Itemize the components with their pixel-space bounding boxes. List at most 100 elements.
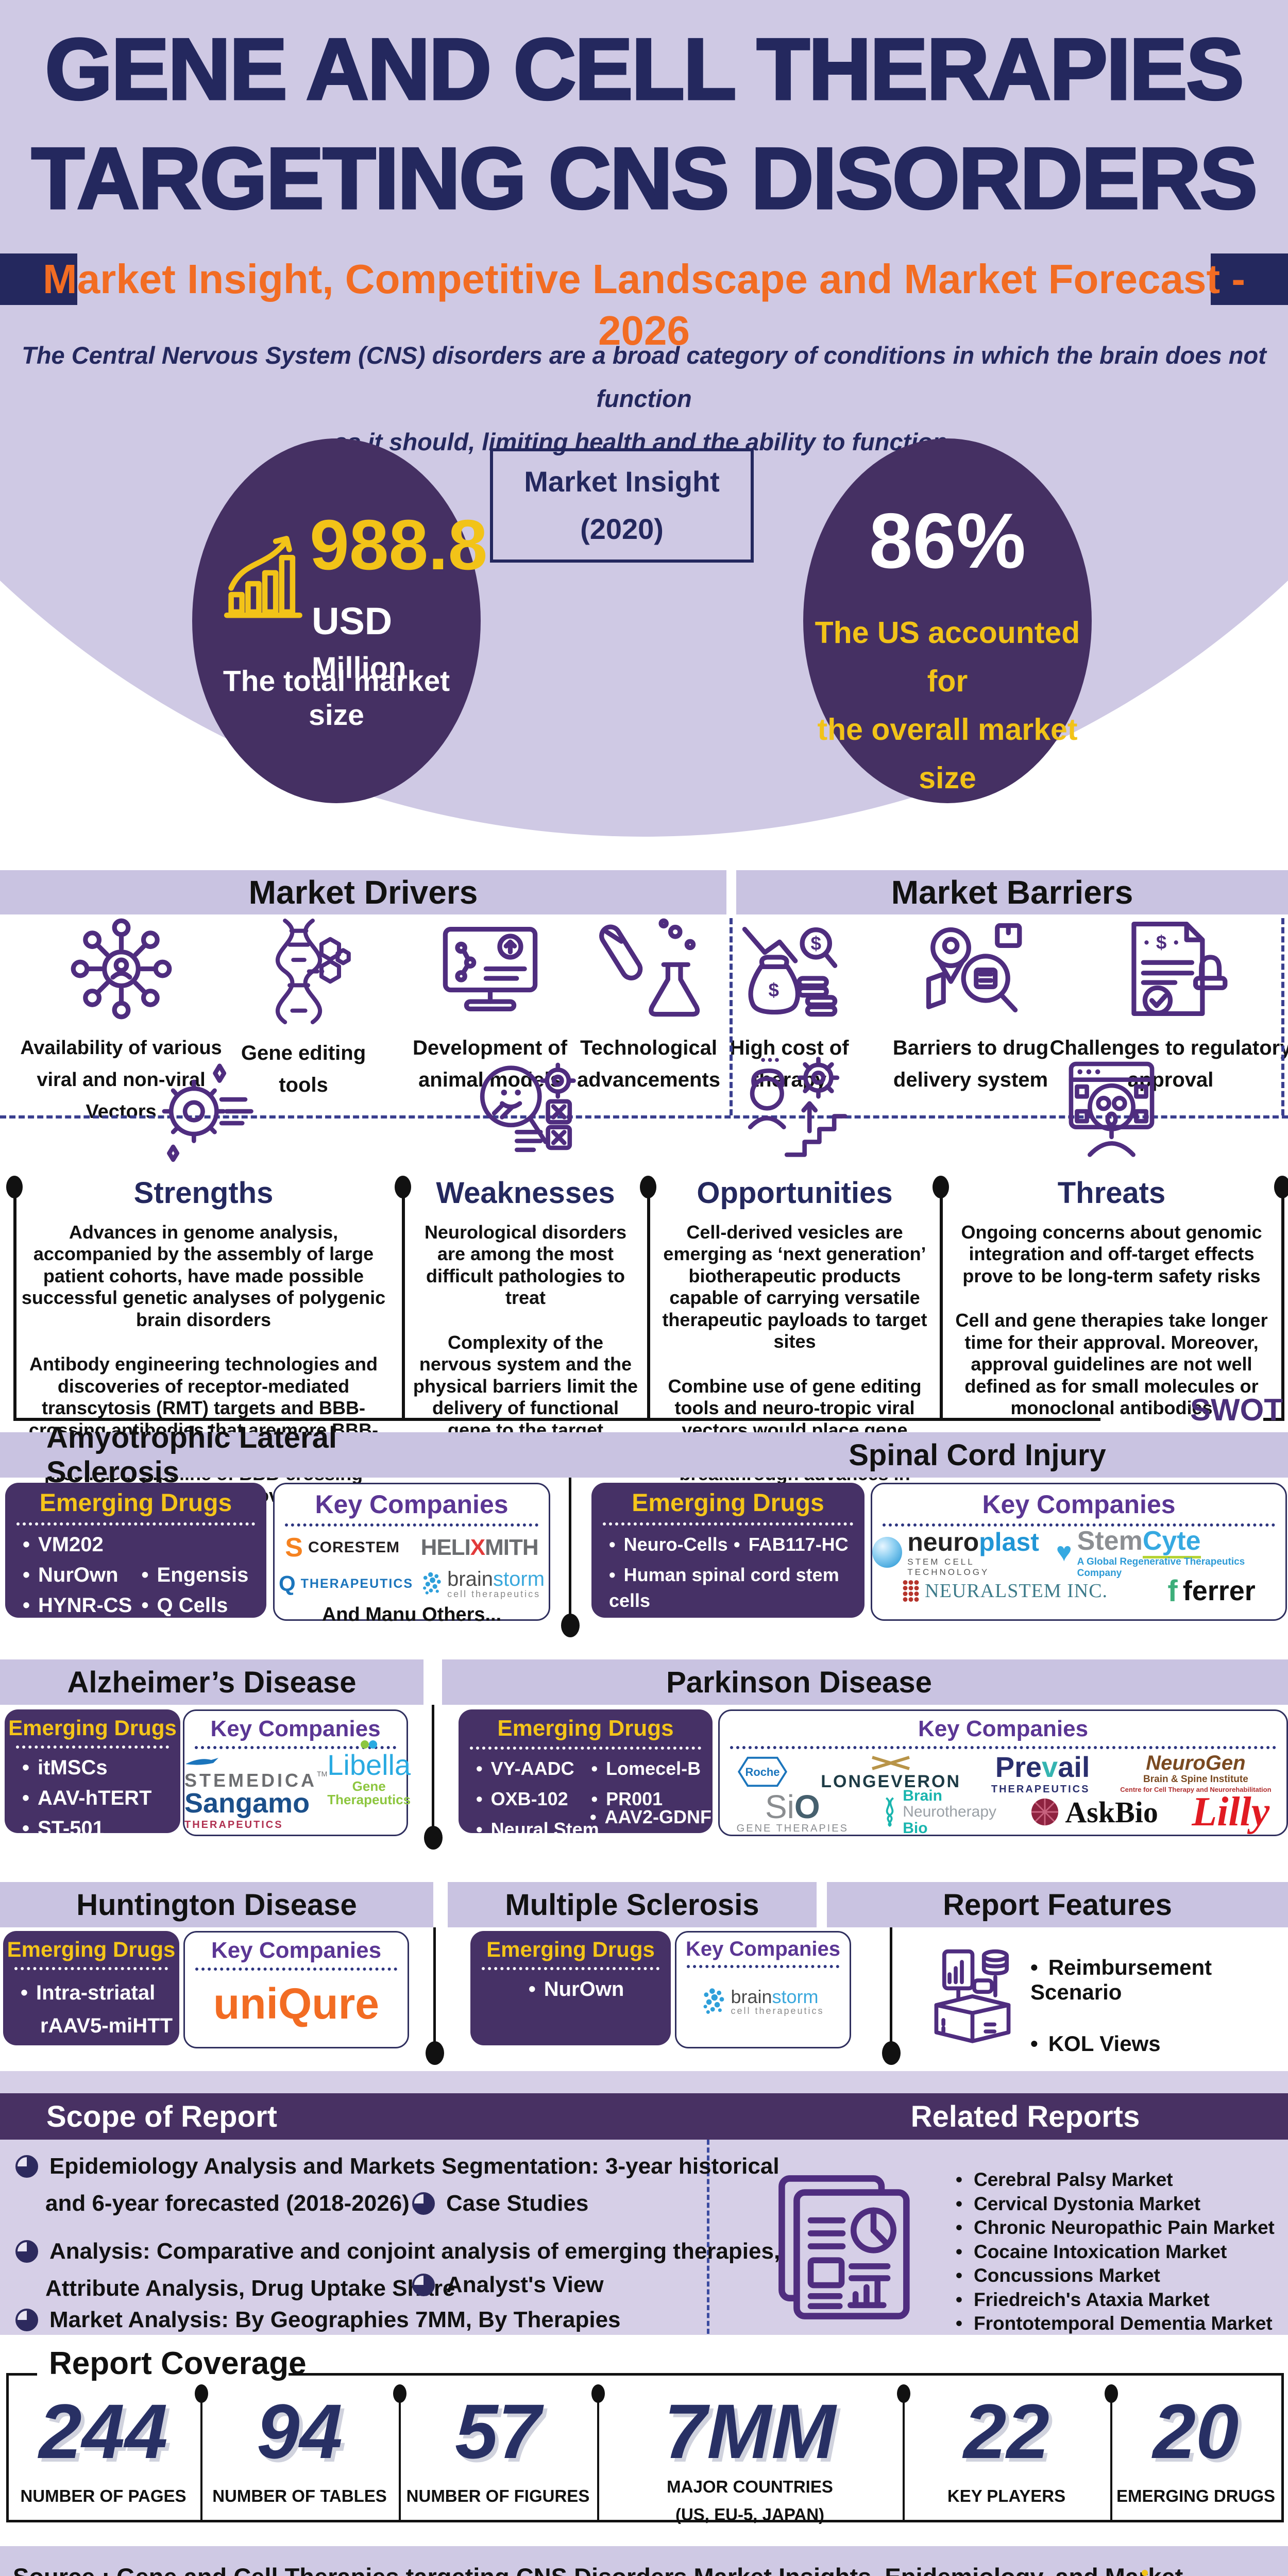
neuralstem-dots-icon <box>903 1580 919 1602</box>
market-size-caption: The total market size <box>223 665 450 732</box>
swot-divider <box>13 1186 16 1418</box>
open-box-icon <box>934 1949 1011 2043</box>
coverage-dot <box>897 2384 910 2403</box>
coverage-separator <box>903 2395 905 2520</box>
report-feature-item: Reimbursement Scenario <box>1030 1955 1288 2005</box>
scope-related-bar <box>0 2093 1288 2140</box>
swot-title: Strengths <box>133 1176 274 1210</box>
coverage-frame <box>6 2373 9 2522</box>
market-size-unit: USD Million <box>312 600 406 685</box>
report-feature-item: KOL Views <box>1030 2031 1288 2056</box>
swot-baseline-dash <box>1263 1418 1284 1421</box>
money-bag-icon: $ $ <box>742 927 837 1017</box>
swot-title: Weaknesses <box>436 1176 615 1210</box>
map-pin-magnifier-icon <box>926 923 1022 1013</box>
coverage-frame <box>289 2373 1283 2376</box>
market-insight-label: Market Insight (2020) <box>490 448 754 563</box>
pie-bullet-icon <box>412 2192 435 2215</box>
monitor-animal-models-icon <box>443 927 537 1012</box>
drug-item: VY-AADCLomecel-B <box>459 1756 713 1782</box>
driver-label: Gene editing tools <box>241 1042 366 1096</box>
helixmith-logo: HELIXMITH <box>420 1535 539 1560</box>
driver-label: Development of animal models <box>412 1037 568 1091</box>
brainstorm-dots-icon <box>423 1572 441 1595</box>
driver-item-gene-editing: Gene editing tools <box>221 916 386 1101</box>
heart-icon: ♥ <box>1056 1537 1072 1567</box>
coverage-dot <box>591 2384 605 2403</box>
row3-divider-2 <box>890 1927 892 2050</box>
swot-divider <box>1281 1186 1284 1418</box>
related-report-item: Friedreich's Ataxia Market <box>956 2288 1285 2312</box>
drug-item: itMSCs <box>5 1755 180 1781</box>
swot-baseline <box>13 1418 1100 1421</box>
market-barriers-header: Market Barriers <box>736 870 1288 914</box>
coverage-frame <box>6 2520 1284 2522</box>
park-header-bar <box>442 1659 1288 1705</box>
us-share-value: 86% <box>869 497 1026 585</box>
dna-small-icon <box>886 1797 894 1827</box>
barrier-item-regulatory: $ Challenges to regulatory approval <box>1042 916 1288 1096</box>
pie-bullet-icon <box>15 2240 38 2263</box>
gene-editing-icon <box>275 918 351 1025</box>
row1-divider <box>569 1478 571 1618</box>
row3-divider-2-dot <box>882 2041 901 2065</box>
bar-chart-growth-icon <box>224 536 302 618</box>
report-coverage-heading: Report Coverage <box>49 2346 307 2381</box>
coverage-separator <box>597 2395 599 2520</box>
scope-side-item: Analyst's View <box>412 2272 604 2298</box>
row3-divider-1-dot <box>426 2041 444 2065</box>
row3-divider-1 <box>433 1927 436 2050</box>
park-heading: Parkinson Disease <box>666 1665 932 1699</box>
magnifier-face-icon <box>480 1062 576 1153</box>
stat-key-players: 22 KEY PLAYERS <box>947 2388 1066 2505</box>
swot-point: Cell and gene therapies take longer time… <box>955 1310 1268 1419</box>
disease-row1-header-bar <box>0 1432 1288 1478</box>
swot-dot <box>1274 1176 1288 1198</box>
gear-sparkle-icon <box>162 1063 253 1162</box>
drug-item: AAV2-GDNF <box>590 1806 711 1828</box>
related-report-item: Chronic Neuropathic Pain Market <box>956 2216 1285 2240</box>
row1-divider-dot <box>561 1614 580 1637</box>
coverage-separator <box>1110 2395 1112 2520</box>
als-more-note: And Manu Others... <box>321 1604 502 1625</box>
report-features-header-bar <box>827 1882 1288 1927</box>
barriers-right-divider <box>1281 918 1284 1115</box>
source-text: Source : Gene and Cell Therapies targeti… <box>13 2546 1288 2576</box>
als-heading: Amyotrophic Lateral Sclerosis <box>46 1421 337 1489</box>
svg-text:$: $ <box>768 979 779 1001</box>
scope-related-divider <box>707 2140 709 2334</box>
drug-item: Intra-striatal rAAV5-miHTT <box>3 1976 179 2042</box>
swot-title: Threats <box>1057 1176 1166 1210</box>
stat-pages: 244 NUMBER OF PAGES <box>20 2388 187 2505</box>
uniqure-logo: uniQure <box>213 1979 379 2028</box>
als-emerging-drugs: Emerging Drugs VM202 NurOwnEngensis HYNR… <box>5 1483 266 1697</box>
delveinsight-logo: DELVEINSIGHT <box>1092 2565 1288 2576</box>
svg-text:Roche: Roche <box>745 1766 780 1778</box>
alz-emerging-drugs: Emerging Drugs itMSCs AAV-hTERT ST-501 <box>5 1709 180 1840</box>
coverage-separator <box>200 2395 202 2520</box>
flask-technology-icon <box>599 918 700 1017</box>
drug-item: AAV-hTERT <box>5 1785 180 1811</box>
driver-item-technology: Technological advancements <box>561 916 736 1096</box>
swot-divider <box>402 1186 405 1418</box>
related-report-item: Concussions Market <box>956 2264 1285 2288</box>
market-size-value: 988.8 <box>310 505 488 585</box>
drug-item: NurOwn <box>470 1976 671 2002</box>
coverage-separator <box>399 2395 401 2520</box>
swot-divider <box>647 1186 650 1418</box>
row2-divider <box>432 1705 434 1834</box>
swot-point: Advances in genome analysis, accompanied… <box>21 1222 386 1330</box>
